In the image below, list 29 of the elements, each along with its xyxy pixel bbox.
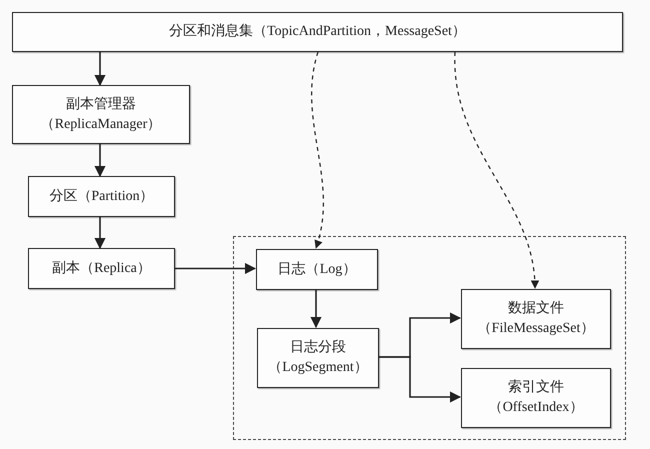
arrow (378, 356, 462, 403)
process-box (28, 176, 175, 217)
process-box (256, 249, 378, 290)
box-label: 索引文件 (508, 378, 564, 397)
box-label: 分区（Partition） (49, 188, 154, 206)
box-label: 日志（Log） (278, 260, 356, 278)
box-label: 数据文件 (508, 299, 564, 318)
arrow (310, 289, 322, 328)
process-box (461, 289, 611, 349)
box-label: 分区和消息集（TopicAndPartition，MessageSet） (169, 22, 466, 41)
process-box (461, 368, 611, 428)
box-label: 副本管理器 (66, 96, 136, 114)
box-label: （ReplicaManager） (40, 116, 162, 134)
dashed-group-box (233, 236, 626, 440)
arrow (94, 52, 106, 86)
dashed-arrow (454, 52, 539, 289)
box-label: 日志分段 (290, 338, 346, 357)
process-box (12, 12, 623, 52)
process-box (12, 85, 190, 144)
process-box (257, 328, 379, 388)
box-label: 副本（Replica） (52, 260, 151, 278)
box-label: （OffsetIndex） (488, 399, 584, 417)
box-label: （LogSegment） (268, 359, 368, 377)
arrow (175, 262, 256, 274)
arrow (94, 217, 106, 250)
process-box (28, 248, 175, 289)
arrow (94, 144, 106, 178)
box-label: （FileMessageSet） (478, 320, 594, 338)
dashed-arrow (311, 52, 324, 249)
